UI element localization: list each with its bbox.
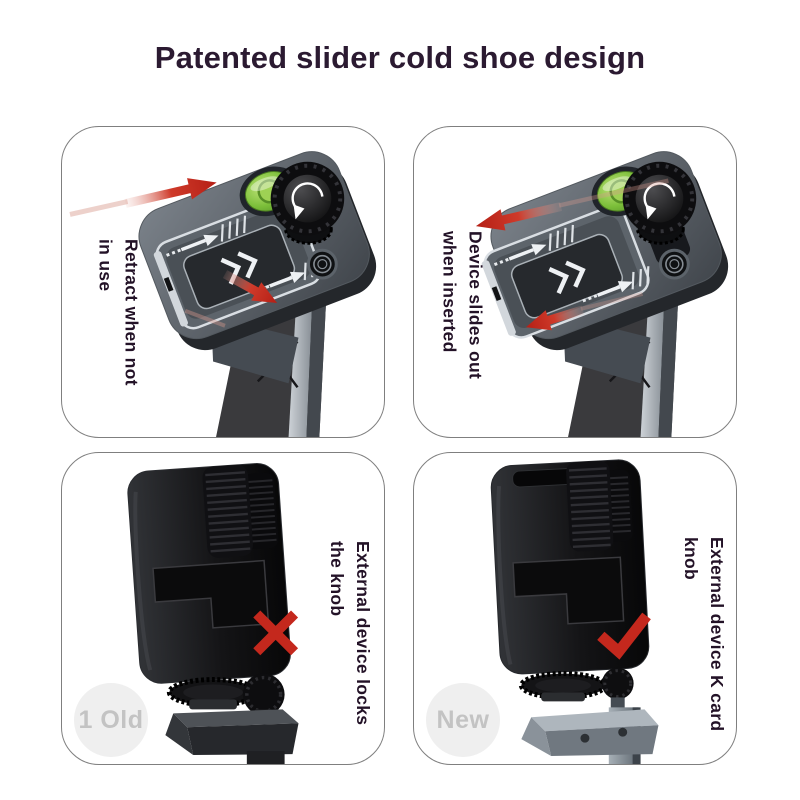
arrow-right-icon [531,244,547,256]
old-mount-bracket [165,673,299,764]
arrow-right-icon [617,281,633,293]
card-new-version: External device K card knob New [413,452,737,765]
badge-old: 1 Old [74,683,148,757]
quarter-thread-hole [306,248,338,280]
product-render-new [490,459,659,764]
card-old-version: External device locks the knob 1 Old [61,452,385,765]
annotation-slides-out: Device slides out when inserted [439,231,486,380]
knob-rotation-arrowhead [645,204,657,220]
slide-out-arrows-icon [475,178,669,331]
cold-shoe-foot [518,671,608,702]
product-render-retracted [69,151,377,437]
check-icon [597,612,651,660]
knob-rotation-arrowhead [293,204,305,220]
product-render-old [127,463,299,764]
badge-new: New [426,683,500,757]
arrow-right-icon [289,271,306,284]
locking-knob [270,161,345,245]
external-device [127,463,291,684]
slide-in-arrows-icon [69,178,278,328]
annotation-retract: Retract when not in use [95,239,142,386]
cold-shoe-slider-plate [481,205,650,339]
mount-head [138,151,377,351]
chevron-right-icon [548,260,586,295]
device-dial [202,464,279,558]
new-knob [601,667,634,700]
arrow-right-icon [203,234,219,246]
device-dial [566,460,633,552]
mount-head [481,151,729,351]
locking-knob [622,161,697,245]
device-recess-panel [512,556,625,625]
annotation-old: External device locks the knob [326,541,373,726]
cold-shoe-slider-plate [153,196,322,330]
new-mount-bracket [521,667,659,764]
quarter-thread-hole [658,248,690,280]
device-recess-panel [152,559,270,629]
card-retract: Retract when not in use [61,126,385,438]
external-device [490,459,650,675]
card-slides-out: Device slides out when inserted [413,126,737,438]
page-title: Patented slider cold shoe design [154,40,646,75]
product-render-extended [475,151,729,437]
annotation-new: External device K card knob [680,537,727,732]
cross-icon [253,610,299,656]
old-knob [242,673,285,716]
